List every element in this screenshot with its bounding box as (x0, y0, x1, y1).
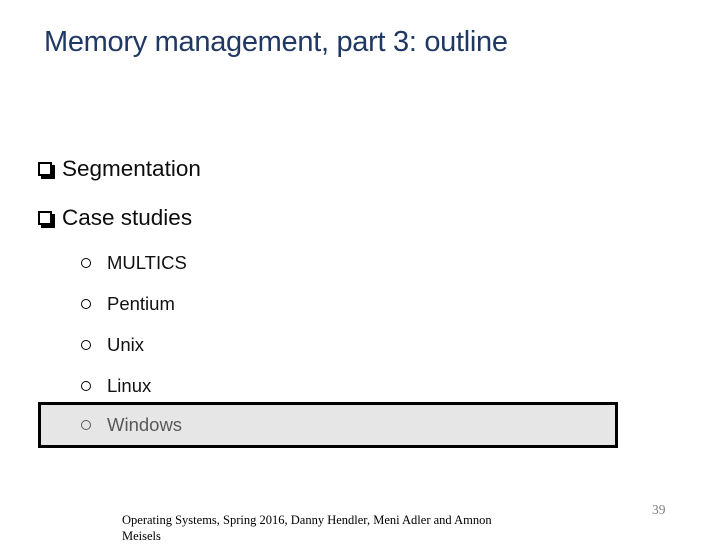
sub-bullet-label: Pentium (107, 293, 175, 314)
bullet-label: Segmentation (62, 156, 201, 181)
bullet-label: Case studies (62, 205, 193, 230)
sub-bullet-label: Linux (107, 375, 152, 396)
sub-bullet-label: Unix (107, 334, 145, 355)
footer-line-1: Operating Systems, Spring 2016, Danny He… (122, 513, 492, 527)
circle-bullet-icon (81, 381, 91, 391)
circle-bullet-icon (81, 299, 91, 309)
sub-bullet-item-windows: Windows (81, 414, 182, 436)
sub-bullet-item-unix: Unix (81, 334, 144, 356)
sub-bullet-label: MULTICS (107, 252, 187, 273)
bullet-item-segmentation: Segmentation (38, 155, 201, 183)
ballot-box-bullet-icon (38, 211, 52, 225)
bullet-item-case-studies: Case studies (38, 204, 192, 232)
footer-credits: Operating Systems, Spring 2016, Danny He… (122, 512, 492, 544)
sub-bullet-item-linux: Linux (81, 375, 151, 397)
circle-bullet-icon (81, 258, 91, 268)
sub-bullet-item-pentium: Pentium (81, 293, 175, 315)
sub-bullet-label: Windows (107, 414, 183, 435)
footer-line-2: Meisels (122, 529, 161, 543)
slide-title: Memory management, part 3: outline (44, 26, 508, 58)
sub-bullet-item-multics: MULTICS (81, 252, 187, 274)
windows-highlight-box (38, 402, 618, 448)
page-number: 39 (652, 502, 666, 517)
ballot-box-bullet-icon (38, 162, 52, 176)
circle-bullet-icon (81, 340, 91, 350)
circle-bullet-icon (81, 420, 91, 430)
